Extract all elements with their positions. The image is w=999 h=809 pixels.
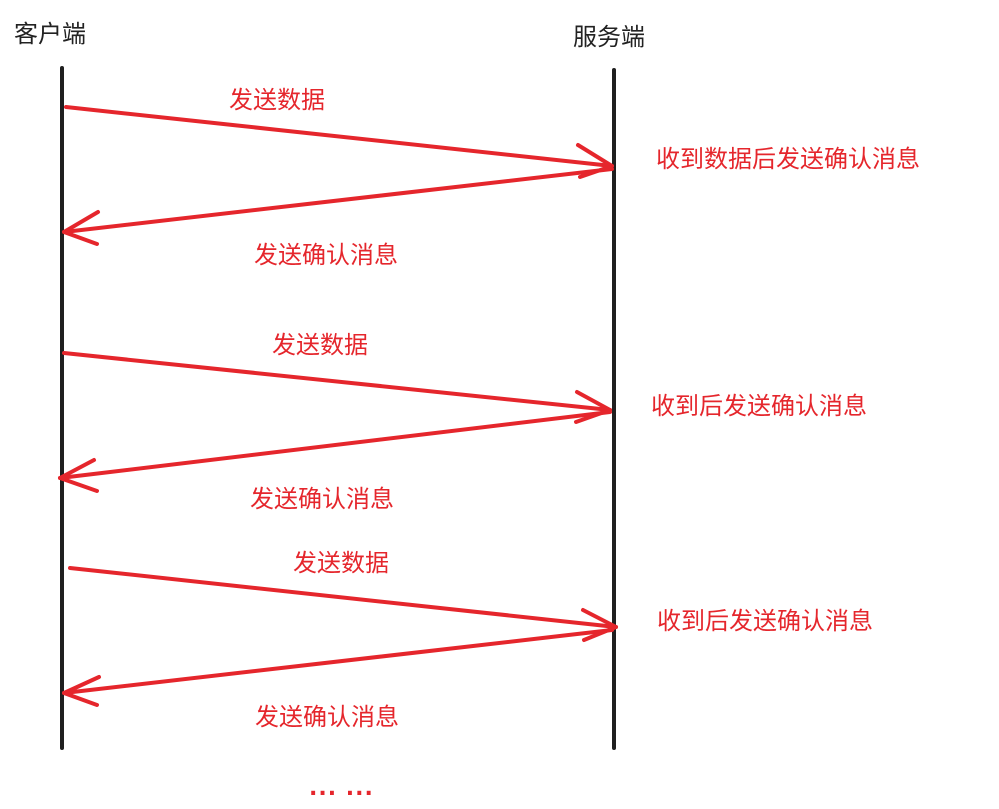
client-label: 客户端 [14, 20, 86, 48]
server-receive-note: 收到数据后发送确认消息 [656, 145, 920, 173]
ack-label: 发送确认消息 [250, 485, 394, 513]
server-receive-note: 收到后发送确认消息 [657, 607, 873, 635]
server-label: 服务端 [573, 23, 645, 51]
send-arrow [64, 105, 614, 179]
server-receive-note: 收到后发送确认消息 [651, 392, 867, 420]
send-data-label: 发送数据 [293, 549, 389, 577]
ack-arrow [62, 628, 614, 707]
send-data-label: 发送数据 [229, 86, 325, 114]
ack-arrow [58, 410, 612, 493]
ack-label: 发送确认消息 [254, 241, 398, 269]
send-arrow [62, 351, 612, 424]
ack-arrow [62, 167, 614, 246]
send-data-label: 发送数据 [272, 331, 368, 359]
send-arrow [68, 566, 618, 642]
continuation-ellipsis: ... ... [309, 776, 374, 801]
ack-label: 发送确认消息 [255, 703, 399, 731]
